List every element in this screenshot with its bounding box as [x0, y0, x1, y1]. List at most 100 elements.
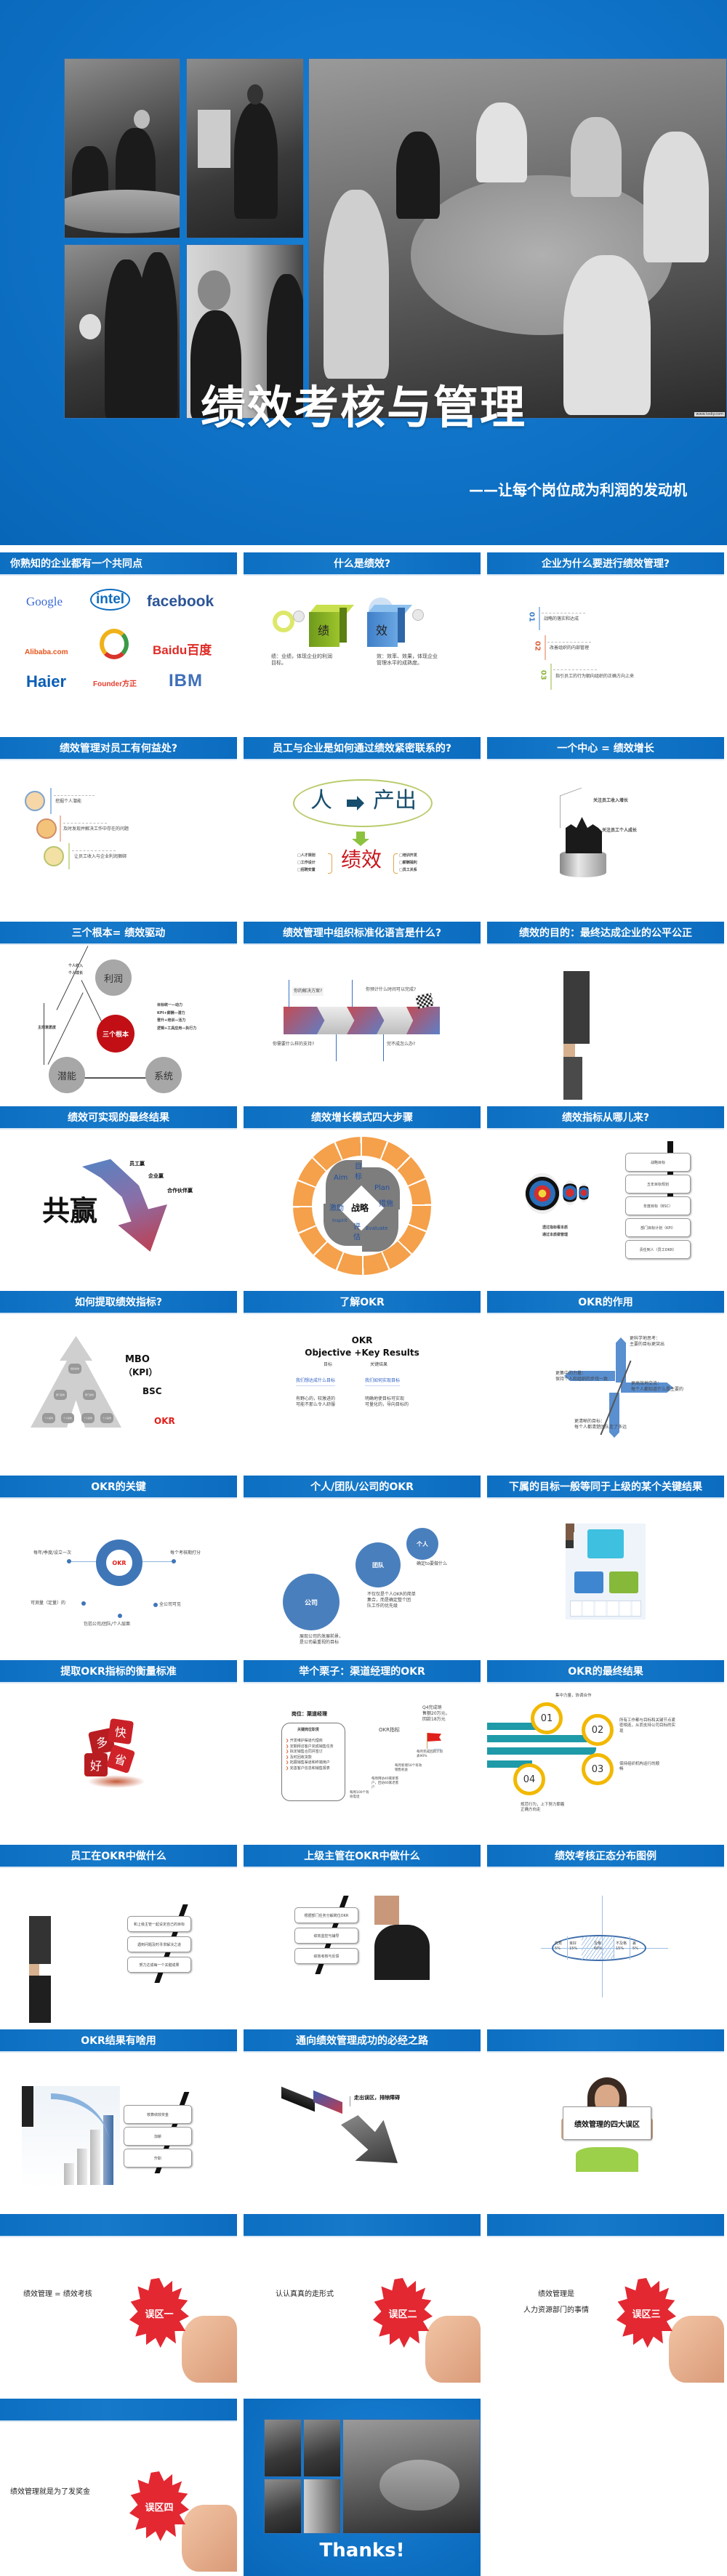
pitfall-badge: 误区四: [129, 2471, 189, 2541]
objective-desc: 有野心的，较激进的可能不那么令人舒服: [296, 1396, 336, 1408]
word-person: 人: [310, 788, 332, 813]
slide-pitfall-2: 认认真真的走形式 误区二: [244, 2214, 481, 2392]
badge-01: 01: [531, 1702, 563, 1734]
slide-four-pitfalls-intro: 绩效管理的四大误区: [487, 2029, 724, 2207]
center-three-fundamentals: 三个根本: [97, 1015, 134, 1052]
jumping-people-photo: [563, 971, 651, 1100]
slide-employee-benefit: 绩效管理对员工有何益处? 挖掘个人潜能 及时发现并解决工作中存在的问题 让员工收…: [0, 737, 237, 915]
slide-title: 绩效考核正态分布图例: [487, 1845, 724, 1868]
slide-title: 如何提取绩效指标?: [0, 1291, 237, 1314]
slide-extract-indicators: 如何提取绩效指标? 组织绩效 部门绩效 部门绩效 个人绩效 个人绩效 个人绩效 …: [0, 1291, 237, 1469]
pitfall-text: 绩效管理 = 绩效考核: [23, 2290, 92, 2298]
reason-3: 指引员工的行为朝向组织的正确方向上来: [555, 674, 635, 679]
arrow-up: [616, 1337, 626, 1382]
pitfall-badge: 误区二: [373, 2278, 433, 2348]
talent-icon: [25, 791, 45, 811]
usage-bonus: 核算绩效奖金: [124, 2105, 192, 2124]
slide-title: [487, 2214, 724, 2237]
oval-frame: [293, 779, 433, 827]
org-box-top: [587, 1529, 624, 1558]
thanks-photo-main: [342, 2419, 481, 2534]
pitfalls-sign: 绩效管理的四大误区: [563, 2106, 651, 2140]
outcome-1: 集中力量，协调合作: [555, 1694, 592, 1698]
label-okr: OKR: [154, 1416, 175, 1426]
key-visible: 全公司可见: [159, 1602, 182, 1607]
num-01: 01: [527, 611, 536, 622]
benefit-3: 让员工收入与企业利润捆绑: [74, 854, 127, 859]
employees-photo: [29, 1916, 111, 2023]
pedestal: [560, 850, 606, 877]
slide-title: OKR的关键: [0, 1476, 237, 1499]
red-flag-icon: [427, 1733, 441, 1742]
potential-note: 主观意愿度: [38, 1026, 57, 1030]
manager-step-2: 绩效监控与辅导: [294, 1928, 358, 1944]
cover-photo-4: [186, 244, 304, 419]
point-focus: 更集中的力量：保持个人和组织的步伐一致: [555, 1371, 608, 1382]
logo-alibaba: Alibaba.com: [25, 648, 68, 656]
reason-1: 战略的落实和达成: [544, 616, 579, 621]
reason-2: 改善组织的内部管理: [550, 645, 590, 651]
path-label: 走出误区，排除障碍: [354, 2095, 400, 2101]
evaluate-en: Evaluate: [366, 1225, 388, 1231]
slide-fairness: 绩效的目的：最终达成企业的公平公正: [487, 922, 724, 1100]
point-think: 更科学地思考：主要的目标更突出: [630, 1336, 665, 1348]
slide-okr-key: OKR的关键 OKR 每年/季度/设立一次 每个考核期打分 可测量（定量）的 全…: [0, 1476, 237, 1654]
step-strategy: 战略目标: [625, 1153, 691, 1172]
note-company: 展现公司的发展前景，是公司最重视的目标: [300, 1634, 344, 1646]
slide-title: 绩效可实现的最终结果: [0, 1106, 237, 1130]
question-time: 你预计什么时间可以完成?: [366, 987, 417, 992]
bubble-company: 公司: [283, 1574, 340, 1630]
logo-ccb-icon: [100, 629, 129, 659]
photo-watermark: www.ivsky.com: [694, 412, 725, 416]
left-hr-items: □人才规划□工作设计□招聘安置: [297, 853, 316, 872]
figure-icon: [293, 611, 305, 622]
slide-title: 员工在OKR中做什么: [0, 1845, 237, 1868]
step-individual: 责任到人（员工OKR）: [625, 1240, 691, 1259]
slide-title: [0, 2214, 237, 2237]
inspirit-en: Inspirit: [332, 1218, 348, 1223]
step-block-dark: [281, 2086, 315, 2112]
stair-2: 每周拜访40家新客户，回访60家老客户: [371, 1777, 399, 1790]
cube-xiao: 效: [367, 605, 413, 647]
slide-title: 你熟知的企业都有一个共同点: [0, 552, 237, 576]
slide-manager-role: 上级主管在OKR中做什么 根据部门任务分解岗位OKR 绩效监控与辅导 绩效考核与…: [244, 1845, 481, 2023]
slide-title: 员工与企业是如何通过绩效紧密联系的?: [244, 737, 481, 760]
figure-icon: [412, 609, 424, 621]
label-income: 关注员工收入增长: [593, 798, 629, 803]
plan-en: Plan: [374, 1184, 390, 1192]
num-03: 03: [539, 669, 547, 680]
desc-xiao: 效：效率、效果，体现企业管理水平的成熟度。: [377, 653, 438, 667]
slide-employee-role: 员工在OKR中做什么 和上级主管一起设定自己的目标 遇到问题及时寻求解决之道 努…: [0, 1845, 237, 2023]
org-box-left: [574, 1571, 603, 1593]
label-mbo: MBO: [125, 1354, 150, 1365]
slide-employee-link: 员工与企业是如何通过绩效紧密联系的? 人 产出 绩效 □人才规划□工作设计□招聘…: [244, 737, 481, 915]
outcome-4: 规范行为，上下努力朝着正确方向走: [521, 1803, 565, 1813]
node-system: 系统: [145, 1057, 182, 1093]
hand-icon: [425, 2316, 481, 2383]
logo-haier: Haier: [26, 672, 67, 691]
slide-okr-outcome: OKR的最终结果 01 02 03 04 集中力量，协调合作 所有工作都与目标和…: [487, 1660, 724, 1838]
logo-intel: intel: [90, 589, 131, 611]
slide-title: 绩效指标从哪儿来?: [487, 1106, 724, 1130]
key-annual: 每年/季度/设立一次: [33, 1550, 72, 1555]
key-result-desc: 明确地使目标可实现可量化的，导向目标的: [365, 1396, 409, 1408]
duties-title: 关键岗位职责: [297, 1728, 320, 1732]
slide-title: OKR结果有啥用: [0, 2029, 237, 2053]
manager-step-1: 根据部门任务分解岗位OKR: [294, 1907, 358, 1923]
slide-title: 个人/团队/公司的OKR: [244, 1476, 481, 1499]
usage-raise: 加薪: [124, 2127, 192, 2146]
cover-photo-main: www.ivsky.com: [308, 58, 727, 419]
slide-okr-function: OKR的作用 更科学地思考：主要的目标更突出 更集中的力量：保持个人和组织的步伐…: [487, 1291, 724, 1469]
bubble-team: 团队: [356, 1542, 401, 1587]
col-head-key-results: 关键结果: [370, 1362, 388, 1367]
presentation-subtitle: ——让每个岗位成为利润的发动机: [469, 481, 687, 499]
slide-title: 绩效增长模式四大步骤: [244, 1106, 481, 1130]
word-output: 产出: [373, 788, 417, 813]
num-02: 02: [533, 640, 542, 651]
slide-title: 一个中心 = 绩效增长: [487, 737, 724, 760]
slide-final-result: 绩效可实现的最终结果 共赢 员工赢 企业赢 合作伙伴赢: [0, 1106, 237, 1284]
